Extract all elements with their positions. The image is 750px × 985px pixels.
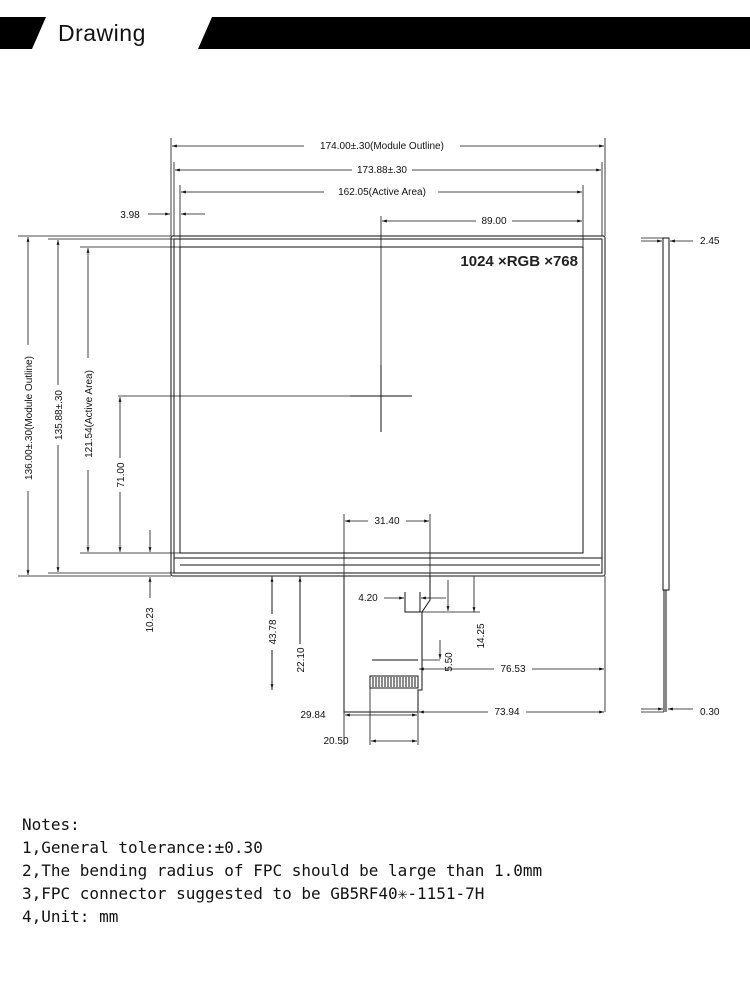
dim-active-area-width: 162.05(Active Area) (338, 187, 426, 198)
dim-thickness: 2.45 (700, 236, 720, 247)
notes-title: Notes: (22, 815, 80, 834)
header-tab-shape (32, 17, 212, 49)
dim-fpc-22-10: 22.10 (296, 647, 307, 672)
note-item: 2,The bending radius of FPC should be la… (22, 861, 543, 880)
notes-block: Notes: 1,General tolerance:±0.30 2,The b… (22, 813, 542, 928)
fpc-outline (343, 576, 431, 713)
note-item: 4,Unit: mm (22, 907, 119, 926)
dim-center-offset-y: 71.00 (116, 462, 127, 487)
active-area (179, 246, 584, 554)
fpc-connector (369, 675, 419, 689)
dim-fpc-width: 31.40 (374, 516, 399, 527)
inner-outline (173, 238, 603, 574)
side-view (662, 237, 670, 591)
dim-fpc-4-20: 4.20 (358, 593, 378, 604)
dim-bottom-margin: 10.23 (145, 607, 156, 632)
dim-fpc-76-53: 76.53 (500, 664, 525, 675)
dim-fpc-43-78: 43.78 (268, 619, 279, 644)
module-outline (170, 235, 606, 577)
resolution-label: 1024 ×RGB ×768 (460, 253, 578, 270)
page-title: Drawing (58, 20, 146, 46)
dim-fpc-20-50: 20.50 (323, 736, 348, 747)
dim-center-offset-x: 89.00 (481, 216, 506, 227)
dim-left-margin: 3.98 (120, 210, 140, 221)
dim-fpc-14-25: 14.25 (476, 623, 487, 648)
dim-height-135: 135.88±.30 (54, 390, 65, 440)
dim-width-173: 173.88±.30 (357, 165, 407, 176)
dim-active-area-height: 121.54(Active Area) (84, 370, 95, 458)
dim-module-outline-width: 174.00±.30(Module Outline) (320, 141, 444, 152)
dim-fpc-73-94: 73.94 (494, 707, 519, 718)
note-item: 1,General tolerance:±0.30 (22, 838, 263, 857)
dim-fpc-29-84: 29.84 (300, 710, 325, 721)
dim-module-outline-height: 136.00±.30(Module Outline) (24, 356, 35, 480)
note-item: 3,FPC connector suggested to be GB5RF40✳… (22, 884, 485, 903)
dim-fpc-0-30: 0.30 (700, 707, 720, 718)
dim-fpc-5-50: 5.50 (444, 652, 455, 672)
